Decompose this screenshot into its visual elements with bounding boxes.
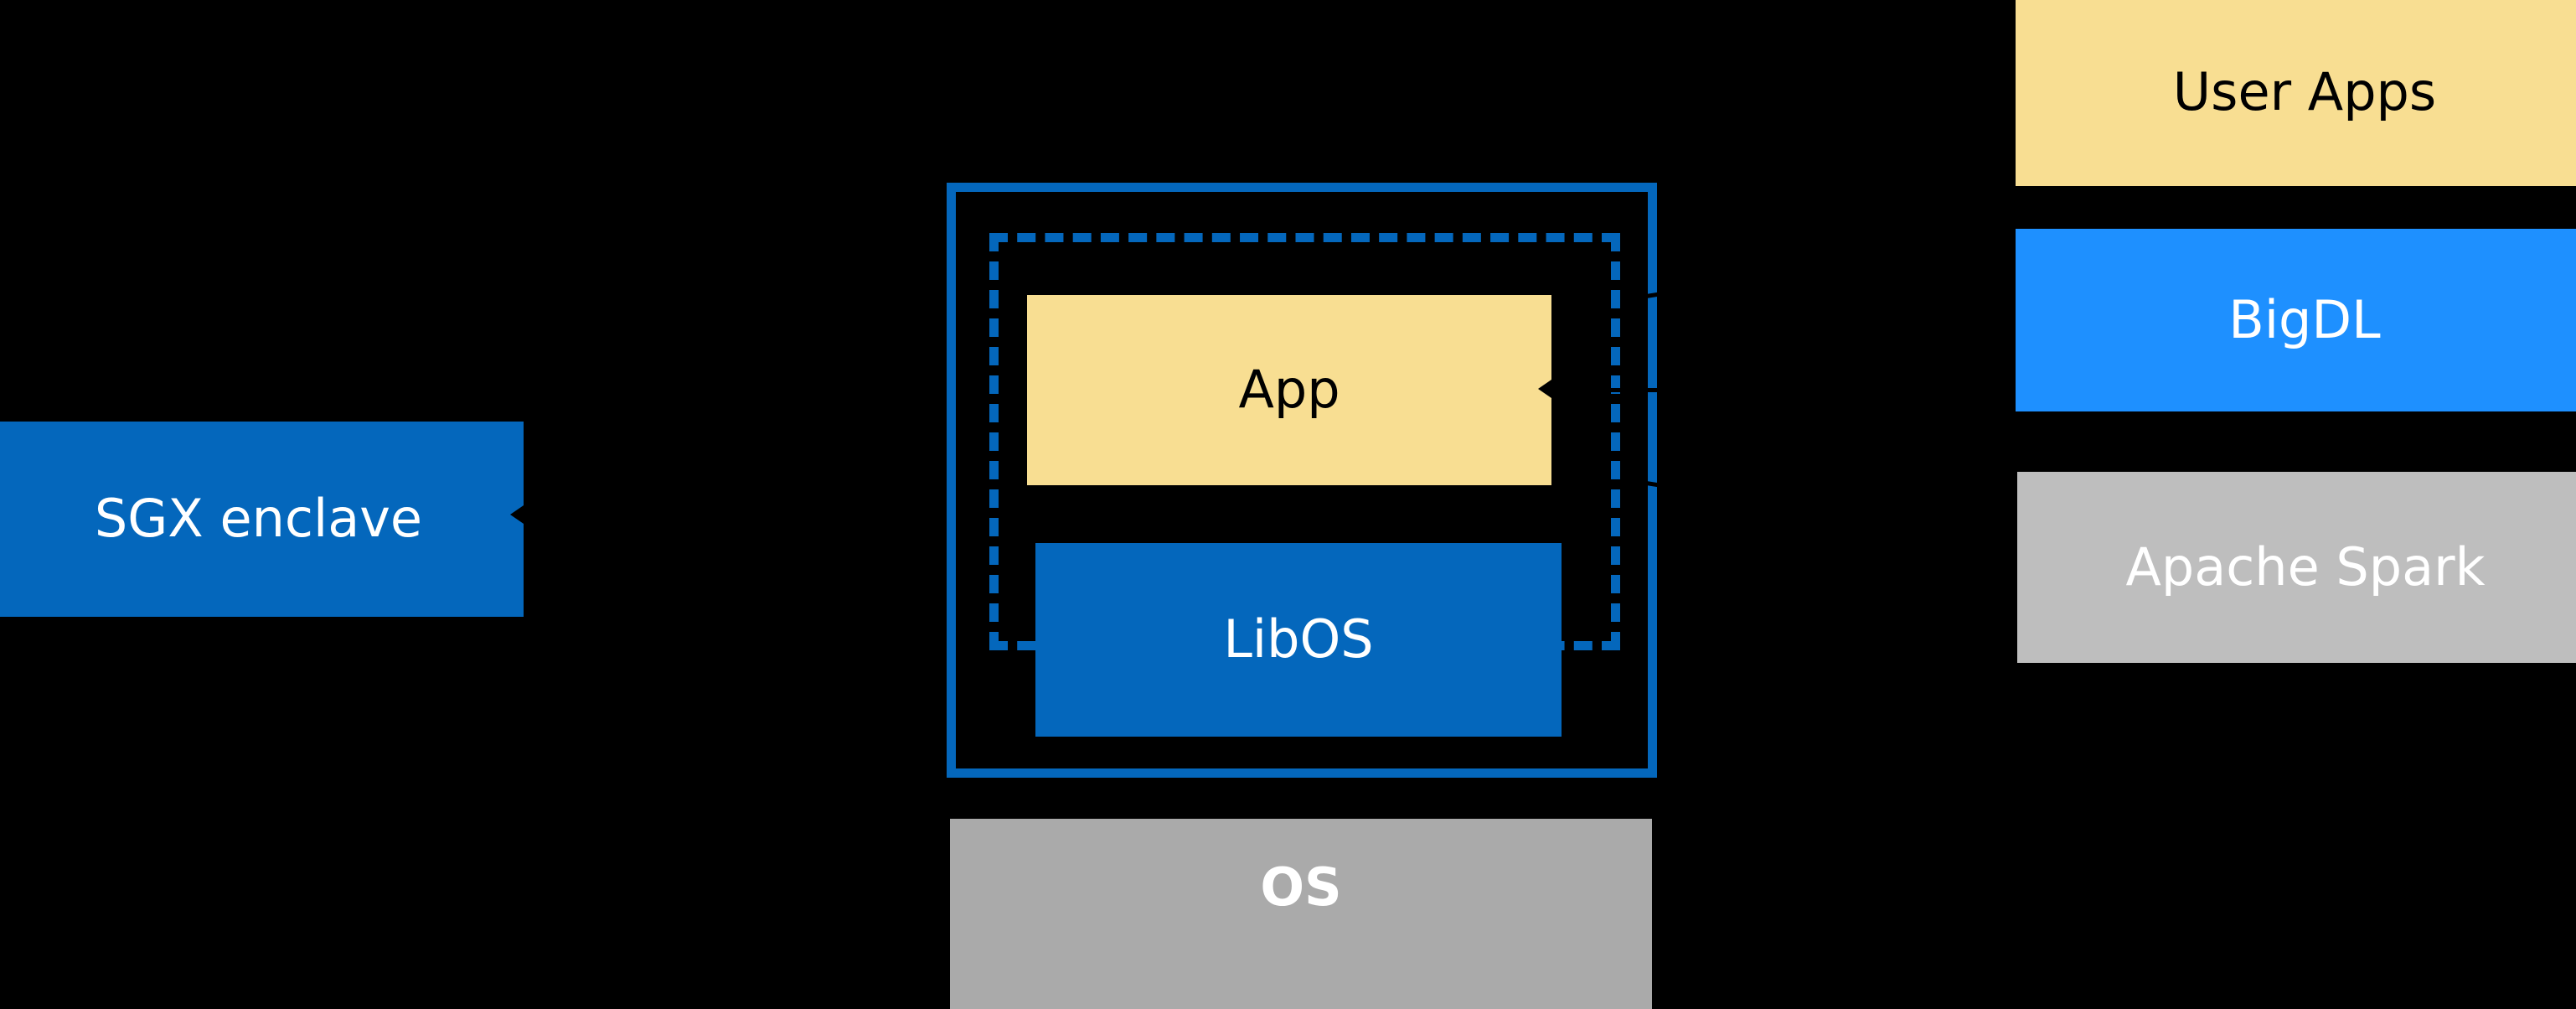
apache-spark-box: Apache Spark (2017, 472, 2576, 663)
libos-box: LibOS (1035, 543, 1562, 737)
user-apps-label: User Apps (2172, 60, 2437, 122)
sgx-enclave-label: SGX enclave (94, 488, 423, 550)
os-label: OS (1260, 856, 1342, 918)
apache-spark-label: Apache Spark (2125, 536, 2486, 598)
libos-label: LibOS (1223, 608, 1374, 670)
app-connector-line (1551, 388, 2020, 392)
sgx-enclave-frame (947, 183, 1657, 778)
user-apps-connector-line (1624, 234, 2023, 302)
apache-spark-connector-line (1624, 478, 2040, 548)
user-apps-box: User Apps (2016, 0, 2576, 186)
sgx-enclave-arrow-icon (510, 505, 524, 524)
os-box: OS (950, 819, 1652, 1009)
bigdl-box: BigDL (2016, 229, 2576, 411)
app-box: App (1027, 295, 1551, 485)
bigdl-label: BigDL (2228, 288, 2381, 350)
app-arrow-icon (1538, 380, 1551, 398)
app-label: App (1238, 359, 1340, 421)
sgx-enclave-connector-line (524, 514, 942, 518)
sgx-enclave-box: SGX enclave (0, 422, 524, 617)
